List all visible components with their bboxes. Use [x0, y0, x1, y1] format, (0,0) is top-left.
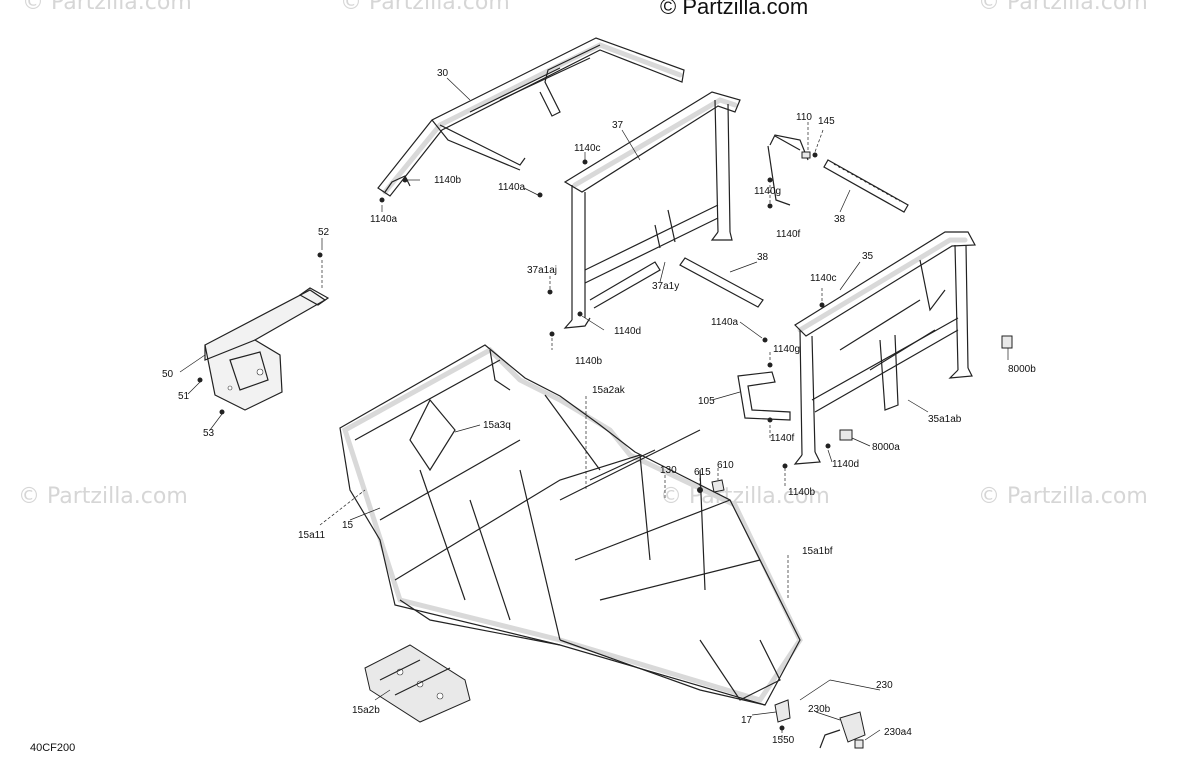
bolt-1140g-right: [767, 362, 773, 368]
callout-15a2b: 15a2b: [352, 705, 380, 716]
callout-230: 230: [876, 680, 893, 691]
callout-1140b-right: 1140b: [788, 487, 816, 498]
bolt-53: [219, 409, 225, 415]
watermark-top-right: © Partzilla.com: [978, 0, 1148, 15]
bolt-1550: [779, 725, 785, 731]
bolt-1140g-top: [767, 177, 773, 183]
callout-37: 37: [612, 120, 624, 131]
part-37-cage-hoop[interactable]: [563, 91, 741, 329]
diagram-code: 40CF200: [30, 742, 76, 754]
callout-1140g-top: 1140g: [754, 186, 781, 197]
callout-615: 615: [694, 467, 711, 478]
leader-lines: [179, 77, 1009, 741]
bolt-51: [197, 377, 203, 383]
callout-51: 51: [178, 391, 190, 402]
callout-130: 130: [660, 465, 677, 476]
callout-50: 50: [162, 369, 174, 380]
part-38-crossbar-middle[interactable]: [679, 257, 764, 308]
callout-1140c-top: 1140c: [574, 143, 601, 154]
part-15a2b-skid-plate[interactable]: [364, 644, 471, 723]
callout-105: 105: [698, 396, 715, 407]
bolt-145: [812, 152, 818, 158]
watermark-mid-center: © Partzilla.com: [660, 484, 830, 509]
part-17-bracket[interactable]: [774, 699, 791, 723]
callout-38-right: 38: [834, 214, 846, 225]
callout-35: 35: [862, 251, 874, 262]
part-110-grab-bar[interactable]: [767, 134, 811, 206]
fasteners: [197, 152, 831, 731]
callouts: 30 37 1140c 1140a 1140b 1140a 110 145 11…: [162, 68, 1036, 746]
bolt-1140b-mid: [549, 331, 555, 337]
bolt-1140f-right: [767, 417, 773, 423]
bolt-1140d-mid: [577, 311, 583, 317]
callout-1140d-right: 1140d: [832, 459, 859, 470]
part-230-sensor[interactable]: [819, 711, 866, 749]
callout-8000a: 8000a: [872, 442, 900, 453]
callout-145: 145: [818, 116, 835, 127]
bolt-1140a-left: [379, 197, 385, 203]
bolt-1140a-right: [762, 337, 768, 343]
callout-37a1aj: 37a1aj: [527, 265, 557, 276]
callout-1140g-right: 1140g: [773, 344, 800, 355]
part-105-side-bar[interactable]: [737, 371, 791, 421]
callout-15a1bf: 15a1bf: [802, 546, 833, 557]
callout-30: 30: [437, 68, 449, 79]
part-615-clip[interactable]: [697, 487, 703, 493]
callout-52: 52: [318, 227, 330, 238]
callout-1550: 1550: [772, 735, 795, 746]
part-38-crossbar-upper[interactable]: [823, 159, 909, 213]
callout-1140c-right: 1140c: [810, 273, 837, 284]
callout-15: 15: [342, 520, 354, 531]
callout-37a1y: 37a1y: [652, 281, 679, 292]
callout-230a4: 230a4: [884, 727, 912, 738]
bolt-1140f-top: [767, 203, 773, 209]
part-15-main-frame[interactable]: [339, 344, 803, 706]
callout-17: 17: [741, 715, 753, 726]
callout-35a1ab: 35a1ab: [928, 414, 962, 425]
callout-38-mid: 38: [757, 252, 769, 263]
callout-15a3q: 15a3q: [483, 420, 511, 431]
callout-1140a-right: 1140a: [711, 317, 739, 328]
brand-watermark: © Partzilla.com: [660, 0, 809, 19]
callout-1140a-mid: 1140a: [498, 182, 526, 193]
bolt-1140d-right: [825, 443, 831, 449]
part-50-front-bracket[interactable]: [204, 287, 330, 411]
part-610-clip[interactable]: [711, 479, 725, 493]
watermark-top-left: © Partzilla.com: [22, 0, 192, 15]
bolt-1140a-mid: [537, 192, 543, 198]
callout-1140f-top: 1140f: [776, 229, 801, 240]
part-30-roof-frame[interactable]: [377, 37, 685, 197]
callout-230b: 230b: [808, 704, 831, 715]
bolt-1140c-top: [582, 159, 588, 165]
bolt-1140b-right: [782, 463, 788, 469]
bolt-1140c-right: [819, 302, 825, 308]
callout-8000b: 8000b: [1008, 364, 1036, 375]
callout-1140b-top: 1140b: [434, 175, 462, 186]
callout-1140d-mid: 1140d: [614, 326, 641, 337]
part-35-rear-cage[interactable]: [793, 231, 976, 465]
callout-53: 53: [203, 428, 215, 439]
callout-110: 110: [796, 112, 812, 123]
callout-1140f-right: 1140f: [770, 433, 795, 444]
watermark-mid-left: © Partzilla.com: [18, 484, 188, 509]
watermark-top-mid: © Partzilla.com: [340, 0, 510, 15]
part-8000a-clip[interactable]: [839, 429, 853, 441]
callout-1140b-mid: 1140b: [575, 356, 603, 367]
bolt-52: [317, 252, 323, 258]
callout-15a11: 15a11: [298, 530, 326, 541]
part-8000b-clip[interactable]: [1001, 335, 1013, 349]
callout-15a2ak: 15a2ak: [592, 385, 626, 396]
watermark-mid-right: © Partzilla.com: [978, 484, 1148, 509]
bolt-37a1aj: [547, 289, 553, 295]
callout-610: 610: [717, 460, 734, 471]
callout-1140a-left: 1140a: [370, 214, 398, 225]
